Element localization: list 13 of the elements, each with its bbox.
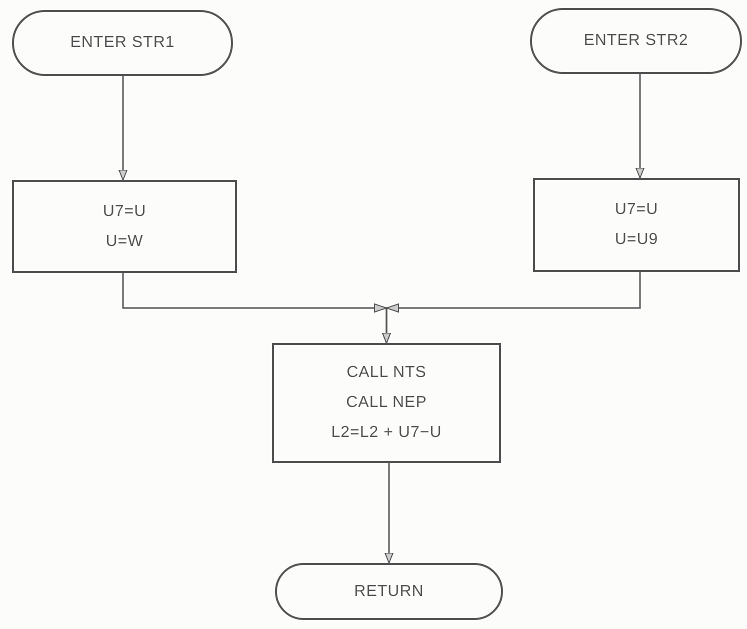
node-text: U7=U U=U9 xyxy=(614,200,660,250)
arrow xyxy=(382,272,641,344)
process-box xyxy=(272,343,501,463)
arrow xyxy=(118,76,128,180)
node-text: ENTER STR2 xyxy=(582,31,690,51)
process-box xyxy=(533,178,740,272)
process-box xyxy=(12,180,237,273)
arrow xyxy=(384,463,394,564)
node-text: RETURN xyxy=(353,582,425,602)
node-text: ENTER STR1 xyxy=(69,33,176,53)
arrow xyxy=(636,74,644,178)
node-text: U7=U U=W xyxy=(102,202,148,252)
node-text: CALL NTS CALL NEP L2=L2 + U7−U xyxy=(330,363,443,443)
